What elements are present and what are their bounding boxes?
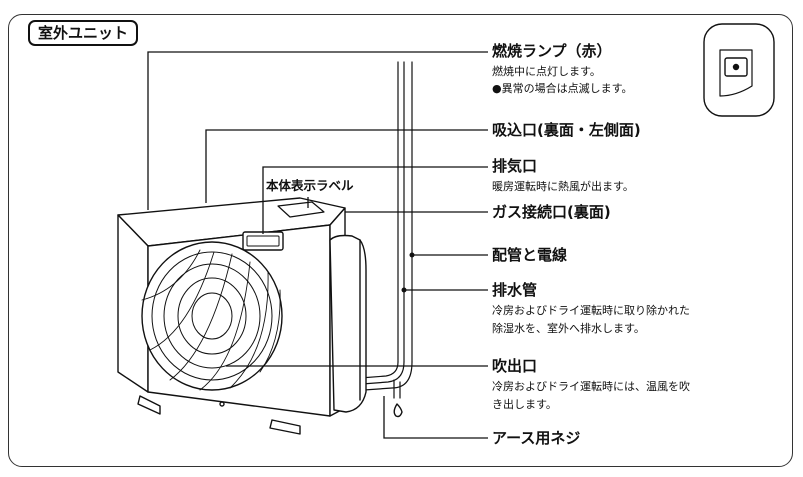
exhaust-desc: 暖房運転時に熱風が出ます。 bbox=[492, 180, 634, 193]
outlet-desc-1: 冷房およびドライ運転時には、温風を吹 bbox=[492, 380, 690, 393]
pipes-and-cables bbox=[359, 61, 413, 399]
drain-desc-1: 冷房およびドライ運転時に取り除かれた bbox=[492, 304, 690, 317]
exhaust-grill bbox=[242, 231, 284, 251]
gas-port-label: ガス接続口(裏面) bbox=[492, 203, 611, 221]
burn-lamp-desc-2: ●異常の場合は点滅します。 bbox=[492, 82, 633, 95]
foot-right bbox=[269, 419, 301, 435]
drain-desc-2: 除湿水を、室外へ排水します。 bbox=[492, 322, 645, 335]
piping-label: 配管と電線 bbox=[492, 246, 568, 264]
earth-screw-icon bbox=[219, 401, 225, 407]
diagram-title: 室外ユニット bbox=[28, 20, 139, 46]
foot-left bbox=[137, 395, 161, 415]
outlet-label: 吹出口 bbox=[492, 357, 538, 375]
diagram-frame bbox=[8, 14, 793, 467]
water-drop-icon bbox=[393, 403, 403, 418]
drain-label: 排水管 bbox=[492, 281, 538, 299]
exhaust-label: 排気口 bbox=[492, 157, 538, 175]
fan-grill-icon bbox=[141, 241, 283, 391]
intake-label: 吸込口(裏面・左側面) bbox=[492, 121, 641, 139]
burn-lamp-label: 燃焼ランプ（赤） bbox=[492, 42, 612, 60]
leader-lines bbox=[147, 51, 488, 439]
earth-screw-label: アース用ネジ bbox=[492, 429, 581, 447]
burn-lamp-desc-1: 燃焼中に点灯します。 bbox=[492, 65, 601, 78]
body-label-plate bbox=[277, 201, 325, 218]
body-label-tag: 本体表示ラベル bbox=[264, 178, 356, 194]
burn-lamp-inset bbox=[703, 23, 775, 117]
outlet-desc-2: き出します。 bbox=[492, 398, 557, 411]
